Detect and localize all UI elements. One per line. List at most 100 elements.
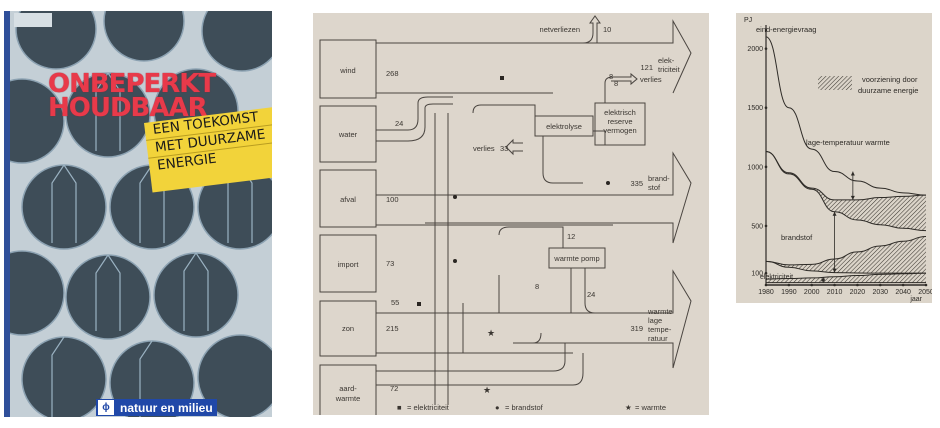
reserve-box [594,102,646,146]
legend-label-fuel: = brandstof [505,403,544,412]
x-tick-label: 1980 [758,289,774,296]
verlies33-label: verlies [473,144,495,153]
book-cover: ONBEPERKT HOUDBAAR EEN TOEKOMST MET DUUR… [4,11,272,417]
cover-title-line1: ONBEPERKT [48,69,216,99]
arrow-fuel-head [832,211,837,216]
y-tick-label: 2000 [747,46,763,53]
value-aardwarmte: 72 [390,384,398,393]
output-label-elec-2: triciteit [658,65,681,74]
source-box-wind [319,39,377,99]
publisher-logo-icon: ϕ [98,400,114,415]
legend-symbol-heat: ★ [625,403,632,412]
output-label-fuel-1: brand- [648,174,670,183]
x-tick-label: 2030 [872,289,888,296]
y-tick [764,47,768,50]
heatpump-in-left: 8 [535,282,539,291]
legend-label-2: duurzame energie [858,86,918,95]
output-value-heat: 319 [630,324,643,333]
source-label-aardwarmte-1: aard- [339,384,357,393]
label-demand: eind-energievraag [756,25,816,34]
output-label-heat-4: ratuur [648,334,668,343]
elektrolyse-label: elektrolyse [546,122,582,131]
x-tick-label: 2020 [850,289,866,296]
source-box-zon [319,300,377,357]
reserve-label-3: vermogen [603,126,636,135]
label-ltw: lage-temperatuur warmte [806,138,890,147]
heatpump-out: 24 [587,290,595,299]
verlies33-value: 33 [500,144,508,153]
source-label-afval: afval [340,195,356,204]
source-box-water [319,105,377,163]
marker-fuel [453,259,457,263]
marker-elec [417,302,421,306]
arrow-ltw-tail [850,195,855,200]
verlies-value-1: 8 [609,72,613,81]
x-tick [810,283,814,287]
band-ltw [766,151,926,231]
x-tick [833,283,836,287]
cover-library-label [14,13,52,27]
source-label-aardwarmte-2: warmte [335,394,361,403]
x-tick [901,283,905,287]
output-label-heat-1: warmte [647,307,673,316]
arrow-fuel-tail [832,268,837,273]
x-tick-label: 2040 [895,289,911,296]
marker-fuel [453,195,457,199]
cover-title-line2: HOUDBAAR [48,93,208,123]
series-line-4 [765,260,926,274]
series-line-5 [765,272,927,280]
label-elec: elektriciteit [760,274,793,281]
series-line-3 [765,236,927,266]
solar-cells-image [4,11,272,417]
source-label-zon: zon [342,324,354,333]
verlies-label: verlies [640,75,662,84]
arrow-ltw-head [850,171,855,176]
marker-heat: ★ [483,385,491,395]
output-value-fuel: 335 [630,179,643,188]
reserve-label-2: reserve [607,117,632,126]
heatpump-in-top: 12 [567,232,575,241]
x-tick-label: 2000 [804,289,820,296]
value-zon-elec: 55 [391,298,399,307]
y-tick-label: 100 [751,271,763,278]
band-elec [766,273,926,283]
marker-heat: ★ [487,328,495,338]
legend-symbol-elec: ■ [397,403,402,412]
x-tick [924,283,928,287]
x-tick-label: 2010 [827,289,843,296]
y-tick-label: 500 [751,223,763,230]
source-label-wind: wind [339,66,355,75]
warmtepomp-label: warmte pomp [553,254,599,263]
x-tick-label: 1990 [781,289,797,296]
y-axis-label: PJ [744,17,752,24]
legend-symbol-fuel: ● [495,403,500,412]
marker-elec [500,76,504,80]
netverliezen-label: netverliezen [540,25,580,34]
marker-fuel [606,181,610,185]
elektrolyse-box [534,115,594,137]
y-tick-label: 1000 [747,164,763,171]
output-label-fuel-2: stof [648,183,661,192]
x-tick [878,283,882,287]
legend-label-1: voorziening door [862,75,918,84]
value-afval: 100 [386,195,399,204]
source-label-water: water [338,130,358,139]
series-line-2 [765,150,927,232]
publisher-badge: ϕ natuur en milieu [96,399,217,416]
y-tick [764,106,768,110]
x-tick [764,283,768,287]
x-tick [856,283,859,287]
energy-flow-diagram: wind water afval import zon aard- warmte… [313,13,709,422]
legend-swatch [818,76,852,90]
warmtepomp-box [548,247,606,269]
value-wind: 268 [386,69,399,78]
series-line-0 [765,36,927,196]
y-tick [764,165,768,169]
y-tick [764,271,768,275]
legend-label-heat: = warmte [635,403,666,412]
source-box-import [319,234,377,293]
source-box-afval [319,169,377,228]
series-line-1 [765,150,927,201]
